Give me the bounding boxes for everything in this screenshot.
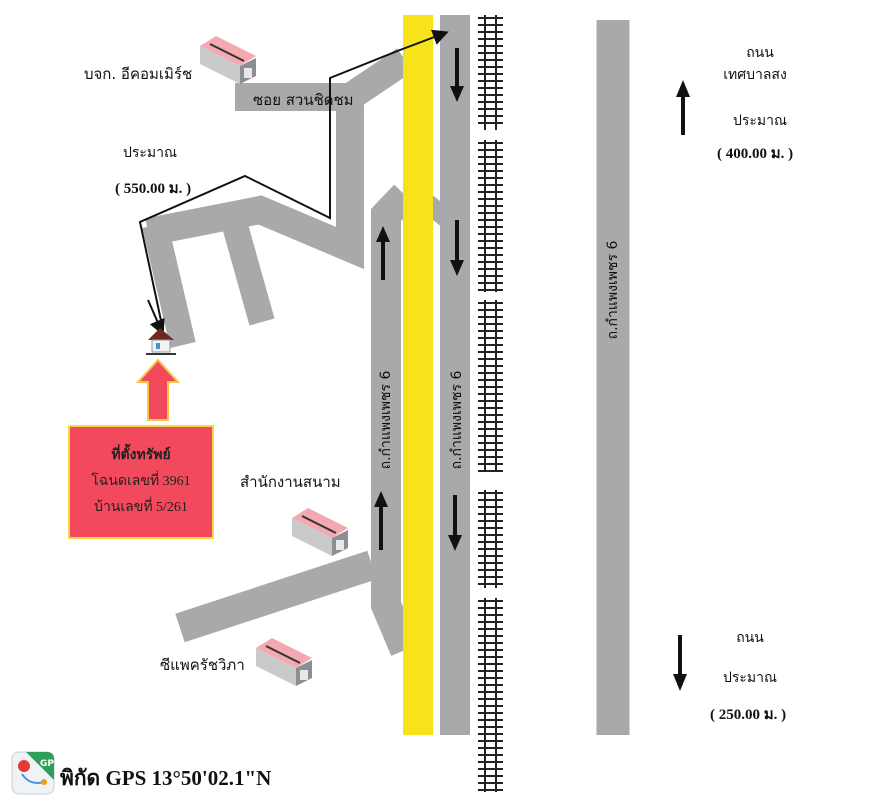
- left-frontage-road: [371, 184, 419, 656]
- upper-crossover: [421, 195, 457, 230]
- svg-text:GPS: GPS: [40, 759, 60, 769]
- rail-segment: [478, 300, 503, 472]
- connector-road: [145, 97, 364, 270]
- property-location-box: ที่ตั้งทรัพย์ โฉนดเลขที่ 3961 บ้านเลขที่…: [68, 425, 214, 539]
- building-icon: [199, 35, 257, 85]
- rail-segment: [478, 598, 503, 792]
- property-house-number: บ้านเลขที่ 5/261: [94, 500, 188, 515]
- north-road-label: ถนน: [746, 45, 774, 61]
- arrow-down-icon: [450, 48, 464, 102]
- rail-segment: [478, 15, 503, 130]
- north-road-name: เทศบาลสง: [723, 67, 787, 83]
- north-distance-label: ประมาณ: [732, 113, 787, 129]
- building-icon: [255, 637, 313, 687]
- roads: [142, 15, 630, 735]
- arrow-down-icon: [673, 635, 687, 691]
- road-label-left: ถ.กำแพงเพชร 6: [378, 370, 394, 470]
- property-title: ที่ตั้งทรัพย์: [111, 448, 171, 463]
- route-distance-value: ( 550.00 ม. ): [115, 181, 192, 197]
- arrow-down-icon: [450, 220, 464, 276]
- highway: [403, 15, 433, 735]
- soi-road-label: ซอย สวนชิดชม: [253, 91, 354, 109]
- south-road-label: ถนน: [736, 630, 764, 646]
- property-deed: โฉนดเลขที่ 3961: [91, 474, 191, 489]
- landmark-cpac: ซีแพครัชวิภา: [160, 656, 245, 674]
- route-distance-label: ประมาณ: [123, 145, 178, 161]
- rail-segment: [478, 140, 503, 292]
- location-arrow-icon: [135, 358, 181, 421]
- south-distance-value: ( 250.00 ม. ): [710, 707, 787, 723]
- route-line: [138, 29, 449, 331]
- arrow-up-icon: [374, 491, 388, 550]
- arrow-up-icon: [676, 80, 690, 135]
- gps-coordinates: พิกัด GPS 13°50'02.1"N: [60, 766, 272, 790]
- branch-road-2: [219, 211, 275, 326]
- route-arrowhead: [147, 299, 165, 336]
- railway: [478, 15, 503, 792]
- south-distance-label: ประมาณ: [722, 670, 777, 686]
- direction-arrows: [374, 48, 690, 691]
- landmark-field-office: สำนักงานสนาม: [240, 473, 341, 491]
- road-label-far: ถ.กำแพงเพชร 6: [605, 240, 621, 340]
- bottom-left-road: [175, 550, 377, 643]
- house-icon: [146, 328, 176, 355]
- landmark-ecommerce: บจก. อีคอมเมิร์ช: [84, 65, 193, 83]
- road-label-right: ถ.กำแพงเพชร 6: [449, 370, 465, 470]
- gps-app-icon: GPS: [11, 751, 60, 795]
- branch-road-1: [142, 222, 196, 348]
- arrow-down-icon: [448, 495, 462, 551]
- rail-segment: [478, 490, 503, 588]
- arrow-up-icon: [376, 226, 390, 280]
- building-icon: [291, 507, 349, 557]
- north-distance-value: ( 400.00 ม. ): [717, 146, 794, 162]
